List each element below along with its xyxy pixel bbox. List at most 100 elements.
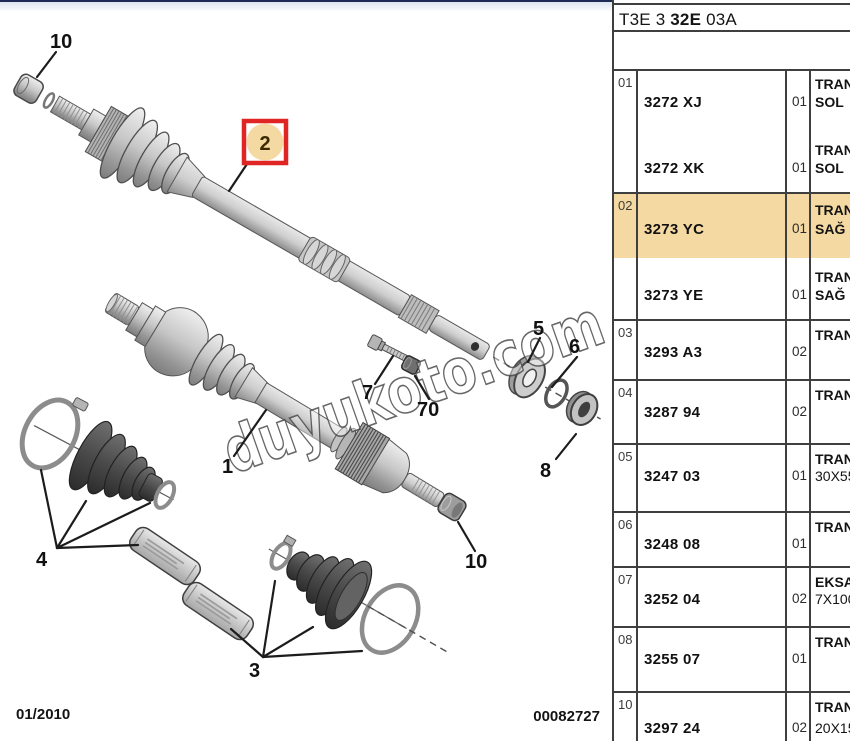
part-desc: TRAN — [815, 76, 850, 92]
part-desc: TRAN — [815, 519, 850, 535]
spring-washer — [42, 92, 56, 109]
part-number[interactable]: 3297 24 — [644, 720, 701, 737]
callout-1[interactable]: 1 — [222, 456, 233, 478]
part-desc: TRAN — [815, 202, 850, 218]
small-clamp — [153, 480, 177, 510]
large-clamp — [19, 397, 81, 471]
part-desc: 30X55 — [815, 468, 850, 484]
part-qty: 01 — [791, 221, 807, 236]
column-divider — [636, 71, 638, 192]
left-driveshaft-assembly — [104, 293, 445, 508]
callout-6[interactable]: 6 — [569, 336, 580, 358]
part-number[interactable]: 3255 07 — [644, 651, 701, 668]
callout-10-bottom[interactable]: 10 — [465, 551, 487, 573]
table-empty-header-row — [614, 32, 850, 71]
callout-10-top[interactable]: 10 — [50, 31, 72, 53]
part-qty: 02 — [791, 591, 807, 606]
column-divider — [785, 381, 787, 443]
leader-lines — [35, 50, 579, 659]
row-ref: 10 — [618, 697, 633, 712]
column-divider — [785, 71, 787, 192]
part-number[interactable]: 3287 94 — [644, 404, 701, 421]
part-desc: 20X15 — [815, 720, 850, 736]
boot-kit-left — [19, 397, 177, 510]
part-qty: 02 — [791, 720, 807, 735]
row-ref: 02 — [618, 198, 633, 213]
callout-highlight-circle — [246, 123, 284, 161]
part-number[interactable]: 3272 XJ — [644, 94, 702, 111]
column-divider — [636, 381, 638, 443]
top-edge-fade — [0, 2, 613, 12]
column-divider — [809, 693, 811, 741]
part-desc: SOL — [815, 94, 844, 110]
part-desc: SAĞ — [815, 287, 846, 303]
row-ref: 05 — [618, 449, 633, 464]
part-desc: TRAN — [815, 387, 850, 403]
bottom-hub-nut — [437, 492, 467, 522]
axis-line — [492, 356, 601, 420]
part-qty: 01 — [791, 651, 807, 666]
column-divider — [809, 321, 811, 379]
part-number[interactable]: 3252 04 — [644, 591, 701, 608]
row-ref: 06 — [618, 517, 633, 532]
column-divider — [809, 71, 811, 192]
table-row-01[interactable]: 01 TRAN 3272 XJ 01 SOL TRAN 3272 XK 01 S… — [614, 71, 850, 194]
callout-2[interactable]: 2 — [259, 133, 270, 155]
column-divider — [636, 321, 638, 379]
part-number[interactable]: 3293 A3 — [644, 344, 703, 361]
part-number[interactable]: 3247 03 — [644, 468, 701, 485]
part-qty: 01 — [791, 160, 807, 175]
bearing-8 — [565, 390, 599, 426]
part-desc: TRAN — [815, 142, 850, 158]
table-row-04[interactable]: 04 TRAN 3287 94 02 — [614, 381, 850, 445]
cv-boot-bellows — [99, 107, 190, 195]
part-qty: 02 — [791, 344, 807, 359]
column-divider — [785, 628, 787, 691]
column-divider — [636, 693, 638, 741]
part-desc: TRAN — [815, 327, 850, 343]
row-ref: 03 — [618, 325, 633, 340]
washer-5 — [508, 354, 546, 399]
table-row-08[interactable]: 08 TRAN 3255 07 01 — [614, 628, 850, 693]
part-desc: TRAN — [815, 634, 850, 650]
footer-date: 01/2010 — [16, 706, 71, 723]
column-divider — [809, 381, 811, 443]
top-edge-bar — [0, 0, 613, 2]
circlip-6 — [544, 378, 569, 409]
part-qty: 02 — [791, 404, 807, 419]
column-divider — [785, 693, 787, 741]
column-divider — [636, 568, 638, 626]
row-ref: 01 — [618, 75, 633, 90]
bolt-nut — [400, 355, 422, 375]
row-ref: 04 — [618, 385, 633, 400]
part-desc: TRAN — [815, 699, 850, 715]
parts-diagram: duyukoto.com 10 2 5 6 7 70 1 8 4 3 10 — [13, 31, 612, 682]
part-desc: SAĞ — [815, 221, 846, 237]
part-number[interactable]: 3272 XK — [644, 160, 705, 177]
footer-doc-number: 00082727 — [533, 708, 600, 725]
column-divider — [785, 321, 787, 379]
callout-70[interactable]: 70 — [417, 399, 439, 421]
table-row-06[interactable]: 06 TRAN 3248 08 01 — [614, 513, 850, 568]
table-row-03[interactable]: 03 TRAN 3293 A3 02 — [614, 321, 850, 381]
row-ref: 08 — [618, 632, 633, 647]
callout-5[interactable]: 5 — [533, 318, 544, 340]
output-stub — [401, 472, 445, 508]
column-divider — [785, 194, 787, 319]
part-number[interactable]: 3248 08 — [644, 536, 701, 553]
page-title: T3E 3 32E 03A — [619, 10, 737, 29]
column-divider — [636, 194, 638, 319]
right-driveshaft-assembly — [13, 73, 601, 426]
table-row-02[interactable]: 02 TRAN 3273 YC 01 SAĞ TRAN 3273 YE 01 S… — [614, 194, 850, 321]
part-number[interactable]: 3273 YC — [644, 221, 705, 238]
table-row-10[interactable]: 10 TRAN 3297 24 02 20X15 — [614, 693, 850, 741]
callout-4[interactable]: 4 — [36, 549, 48, 571]
part-number[interactable]: 3273 YE — [644, 287, 704, 304]
callout-7[interactable]: 7 — [362, 382, 373, 404]
table-row-05[interactable]: 05 TRAN 3247 03 01 30X55 — [614, 445, 850, 513]
callout-8[interactable]: 8 — [540, 460, 551, 482]
callout-3[interactable]: 3 — [249, 660, 260, 682]
bolt — [367, 334, 412, 364]
column-divider — [785, 445, 787, 511]
